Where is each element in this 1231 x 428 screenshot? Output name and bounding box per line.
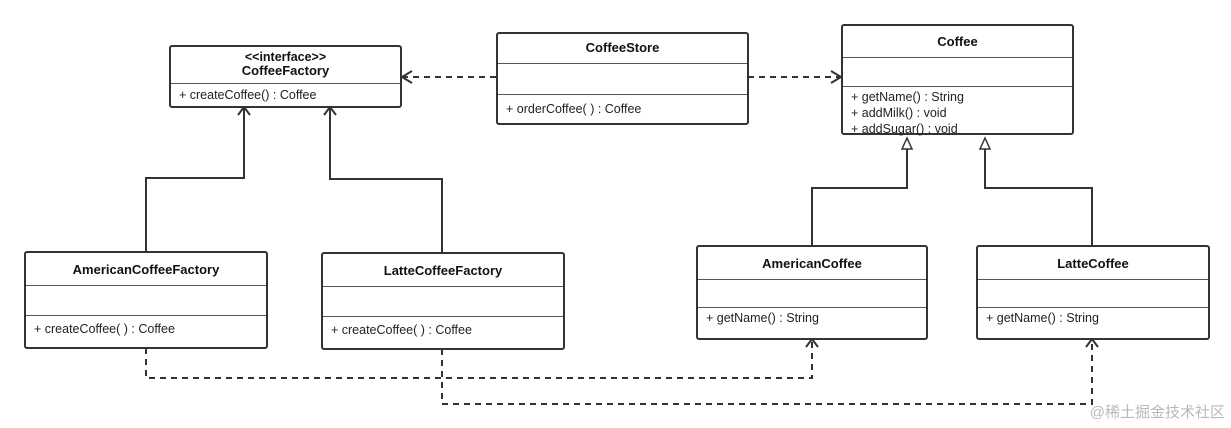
operations-compartment: + createCoffee( ) : Coffee	[323, 317, 563, 338]
open-arrowhead-american-coffee	[805, 337, 819, 348]
open-arrowhead-coffee	[830, 70, 843, 84]
open-arrowhead-american-factory	[237, 105, 251, 116]
class-name: AmericanCoffee	[762, 256, 862, 271]
operation: + createCoffee( ) : Coffee	[331, 323, 472, 337]
class-header: AmericanCoffeeFactory	[26, 253, 266, 286]
stereotype-label: <<interface>>	[244, 50, 327, 64]
watermark-text: @稀土掘金技术社区	[1089, 404, 1225, 421]
attributes-compartment	[323, 287, 563, 317]
class-name: CoffeeFactory	[241, 63, 330, 78]
open-arrowhead-latte-coffee	[1085, 337, 1099, 348]
class-coffee: Coffee + getName() : String + addMilk() …	[841, 24, 1074, 137]
operations-compartment: + getName() : String	[978, 308, 1208, 326]
generalization-american-coffee	[811, 149, 908, 245]
operations-compartment: + orderCoffee( ) : Coffee	[498, 95, 747, 117]
operation: + addMilk() : void	[851, 106, 947, 120]
operation: + getName() : String	[851, 90, 964, 104]
class-name: Coffee	[937, 34, 978, 49]
class-name: LatteCoffeeFactory	[383, 263, 503, 278]
operation: + getName() : String	[986, 311, 1099, 325]
open-arrowhead-latte-factory	[323, 105, 337, 116]
class-name: LatteCoffee	[1057, 256, 1129, 271]
operations-compartment: + createCoffee( ) : Coffee	[26, 316, 266, 337]
class-american-coffee: AmericanCoffee + getName() : String	[696, 245, 928, 340]
operation: + orderCoffee( ) : Coffee	[506, 102, 642, 116]
class-name: AmericanCoffeeFactory	[72, 262, 220, 277]
open-arrowhead-factory	[400, 70, 413, 84]
attributes-compartment	[498, 64, 747, 95]
hollow-triangle-american-coffee	[900, 136, 914, 150]
class-header: AmericanCoffee	[698, 247, 926, 280]
inheritance-american-factory	[145, 108, 245, 251]
operation: + createCoffee( ) : Coffee	[34, 322, 175, 336]
attributes-compartment	[978, 280, 1208, 308]
class-header: LatteCoffee	[978, 247, 1208, 280]
attributes-compartment	[698, 280, 926, 308]
operations-compartment: + getName() : String + addMilk() : void …	[843, 87, 1072, 137]
class-coffee-factory: <<interface>> CoffeeFactory + createCoff…	[169, 45, 402, 108]
inheritance-latte-factory	[329, 108, 443, 252]
dependency-latte-factory-to-coffee	[441, 341, 1093, 405]
operations-compartment: + getName() : String	[698, 308, 926, 326]
class-american-coffee-factory: AmericanCoffeeFactory + createCoffee( ) …	[24, 251, 268, 349]
class-header: LatteCoffeeFactory	[323, 254, 563, 287]
attributes-compartment	[843, 58, 1072, 87]
operation: + createCoffee() : Coffee	[179, 88, 317, 102]
operations-compartment: + createCoffee() : Coffee	[171, 84, 400, 103]
class-header: CoffeeStore	[498, 34, 747, 64]
class-header: Coffee	[843, 26, 1072, 58]
class-header: <<interface>> CoffeeFactory	[171, 47, 400, 84]
attributes-compartment	[26, 286, 266, 316]
class-coffee-store: CoffeeStore + orderCoffee( ) : Coffee	[496, 32, 749, 125]
class-latte-coffee: LatteCoffee + getName() : String	[976, 245, 1210, 340]
operation: + addSugar() : void	[851, 122, 958, 136]
operation: + getName() : String	[706, 311, 819, 325]
class-name: CoffeeStore	[585, 40, 660, 55]
class-latte-coffee-factory: LatteCoffeeFactory + createCoffee( ) : C…	[321, 252, 565, 350]
hollow-triangle-latte-coffee	[978, 136, 992, 150]
generalization-latte-coffee	[984, 149, 1093, 245]
